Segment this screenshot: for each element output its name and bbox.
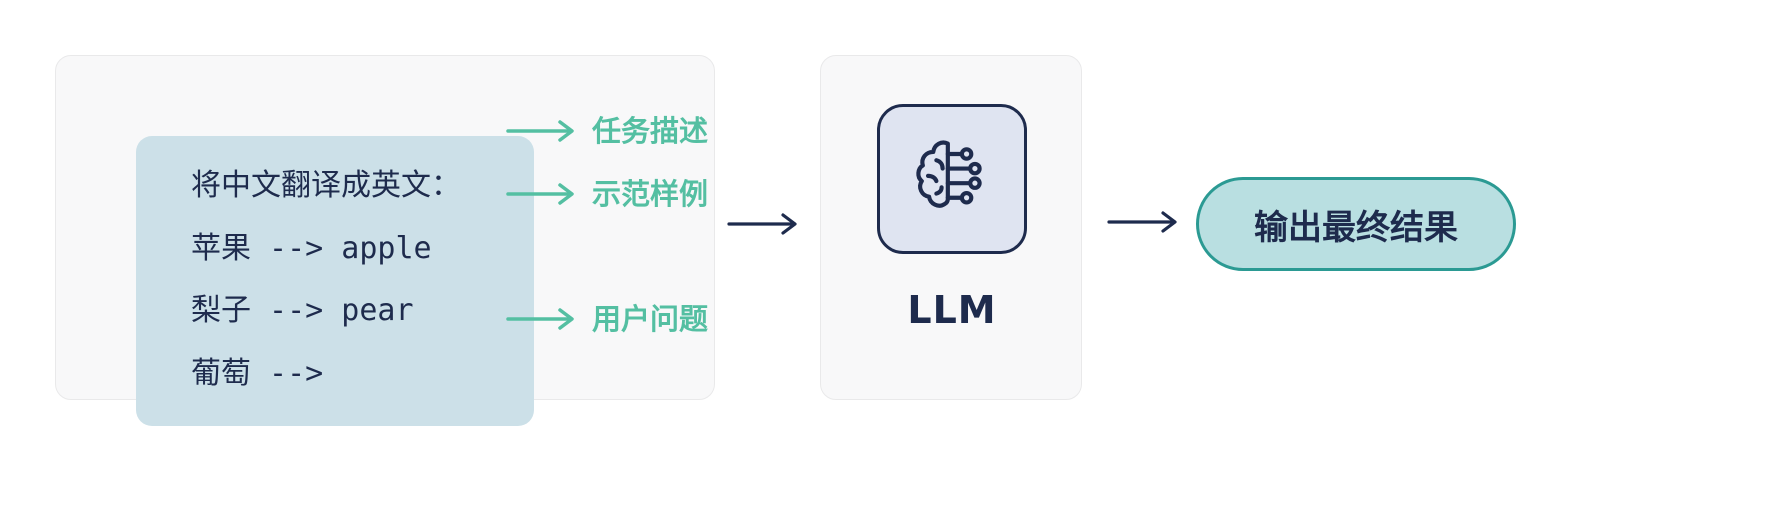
prompt-line-example-1: 苹果 --> apple: [191, 231, 432, 266]
arrow-right-icon: [1107, 211, 1177, 233]
annotation-label-task: 任务描述: [592, 114, 709, 148]
annotation-arrow-icon: [506, 183, 574, 205]
prompt-line-question: 葡萄 -->: [191, 356, 324, 391]
llm-label: LLM: [907, 288, 997, 332]
brain-circuit-icon: [916, 140, 982, 208]
annotation-arrow-icon: [506, 308, 574, 330]
prompt-box: 将中文翻译成英文： 苹果 --> apple 梨子 --> pear 葡萄 --…: [136, 136, 534, 426]
prompt-panel: 将中文翻译成英文： 苹果 --> apple 梨子 --> pear 葡萄 --…: [55, 55, 715, 426]
prompt-line-task: 将中文翻译成英文：: [191, 168, 461, 203]
output-label: 输出最终结果: [1254, 207, 1458, 248]
annotation-label-examples: 示范样例: [592, 177, 709, 211]
llm-panel: LLM: [820, 55, 1082, 400]
prompt-line-example-2: 梨子 --> pear: [191, 293, 414, 328]
annotation-arrow-icon: [506, 120, 574, 142]
output-pill: 输出最终结果: [1196, 177, 1516, 271]
llm-icon-box: [877, 104, 1027, 254]
arrow-right-icon: [727, 213, 797, 235]
annotation-label-question: 用户问题: [592, 302, 709, 336]
